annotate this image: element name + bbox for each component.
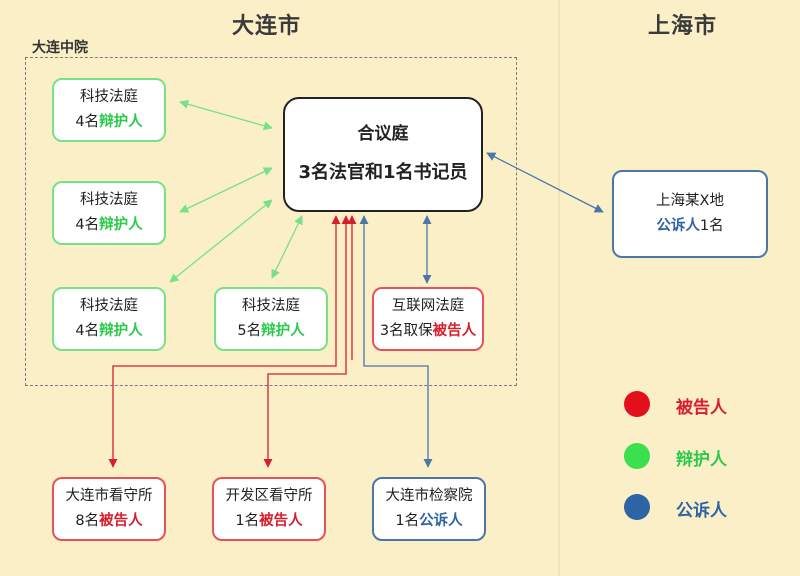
internet-court-role: 被告人: [432, 323, 477, 339]
shanghai-prosecutor-box: 上海某X地 公诉人1名: [612, 170, 768, 258]
arrow-tech4-court: [271, 215, 303, 279]
tech-court-3: 科技法庭 4名辩护人: [52, 287, 166, 351]
bottom-count: 1名: [235, 513, 260, 529]
tech-court-count: 5名: [237, 323, 262, 339]
tech-court-role: 辩护人: [99, 114, 143, 130]
legend-label-defender: 辩护人: [676, 450, 727, 470]
bottom-count: 8名: [75, 513, 100, 529]
legend-dot-prosecutor: [624, 494, 650, 520]
bench-count-2: 和1名: [365, 162, 414, 184]
region-title-shanghai: 上海市: [648, 14, 718, 39]
route-procuratorate-court: [359, 215, 433, 468]
bottom-count: 1名: [395, 513, 420, 529]
tech-court-count: 4名: [75, 114, 100, 130]
tech-court-name: 科技法庭: [80, 88, 138, 105]
bench-count: 3名: [298, 162, 329, 184]
region-title-dalian: 大连市: [232, 14, 302, 39]
shanghai-location: 上海某X地: [656, 192, 724, 209]
tech-court-count: 4名: [75, 323, 100, 339]
bench-judges: 法官: [329, 162, 365, 184]
legend-dot-defender: [624, 443, 650, 469]
tech-court-4: 科技法庭 5名辩护人: [214, 287, 328, 351]
arrow-tech1-court: [179, 99, 273, 131]
bottom-role: 被告人: [259, 513, 303, 529]
legend-dot-defendant: [624, 391, 650, 417]
tech-court-count: 4名: [75, 217, 100, 233]
internet-court-count: 3名取保: [379, 323, 433, 339]
arrow-shanghai-court: [486, 152, 604, 213]
bench-clerk: 书记员: [413, 162, 468, 184]
tech-court-role: 辩护人: [261, 323, 305, 339]
arrow-tech3-court: [169, 199, 273, 283]
bottom-name: 大连市看守所: [65, 487, 153, 504]
arrow-tech2-court: [179, 167, 273, 213]
tech-court-role: 辩护人: [99, 323, 143, 339]
tech-court-2: 科技法庭 4名辩护人: [52, 181, 166, 245]
bottom-name: 大连市检察院: [385, 487, 473, 504]
route-kfq-court: [263, 215, 351, 468]
tech-court-role: 辩护人: [99, 217, 143, 233]
legend-label-prosecutor: 公诉人: [676, 501, 727, 521]
kaifaqu-detention-center: 开发区看守所 1名被告人: [212, 477, 326, 541]
collegial-bench-title: 合议庭: [357, 124, 409, 144]
bottom-role: 被告人: [99, 513, 143, 529]
legend-label-defendant: 被告人: [676, 398, 727, 418]
shanghai-role: 公诉人: [656, 218, 700, 234]
tech-court-name: 科技法庭: [80, 297, 138, 314]
shanghai-count: 1名: [699, 218, 724, 234]
dalian-detention-center: 大连市看守所 8名被告人: [52, 477, 166, 541]
region-divider: [558, 0, 560, 576]
frame-label: 大连中院: [32, 40, 88, 56]
tech-court-1: 科技法庭 4名辩护人: [52, 78, 166, 142]
collegial-bench: 合议庭 3名法官和1名书记员: [283, 97, 483, 212]
bottom-name: 开发区看守所: [225, 487, 313, 504]
internet-court: 互联网法庭 3名取保被告人: [372, 287, 484, 351]
dalian-procuratorate: 大连市检察院 1名公诉人: [372, 477, 486, 541]
tech-court-name: 科技法庭: [80, 191, 138, 208]
internet-court-name: 互联网法庭: [391, 297, 465, 314]
bottom-role: 公诉人: [419, 513, 463, 529]
tech-court-name: 科技法庭: [242, 297, 300, 314]
